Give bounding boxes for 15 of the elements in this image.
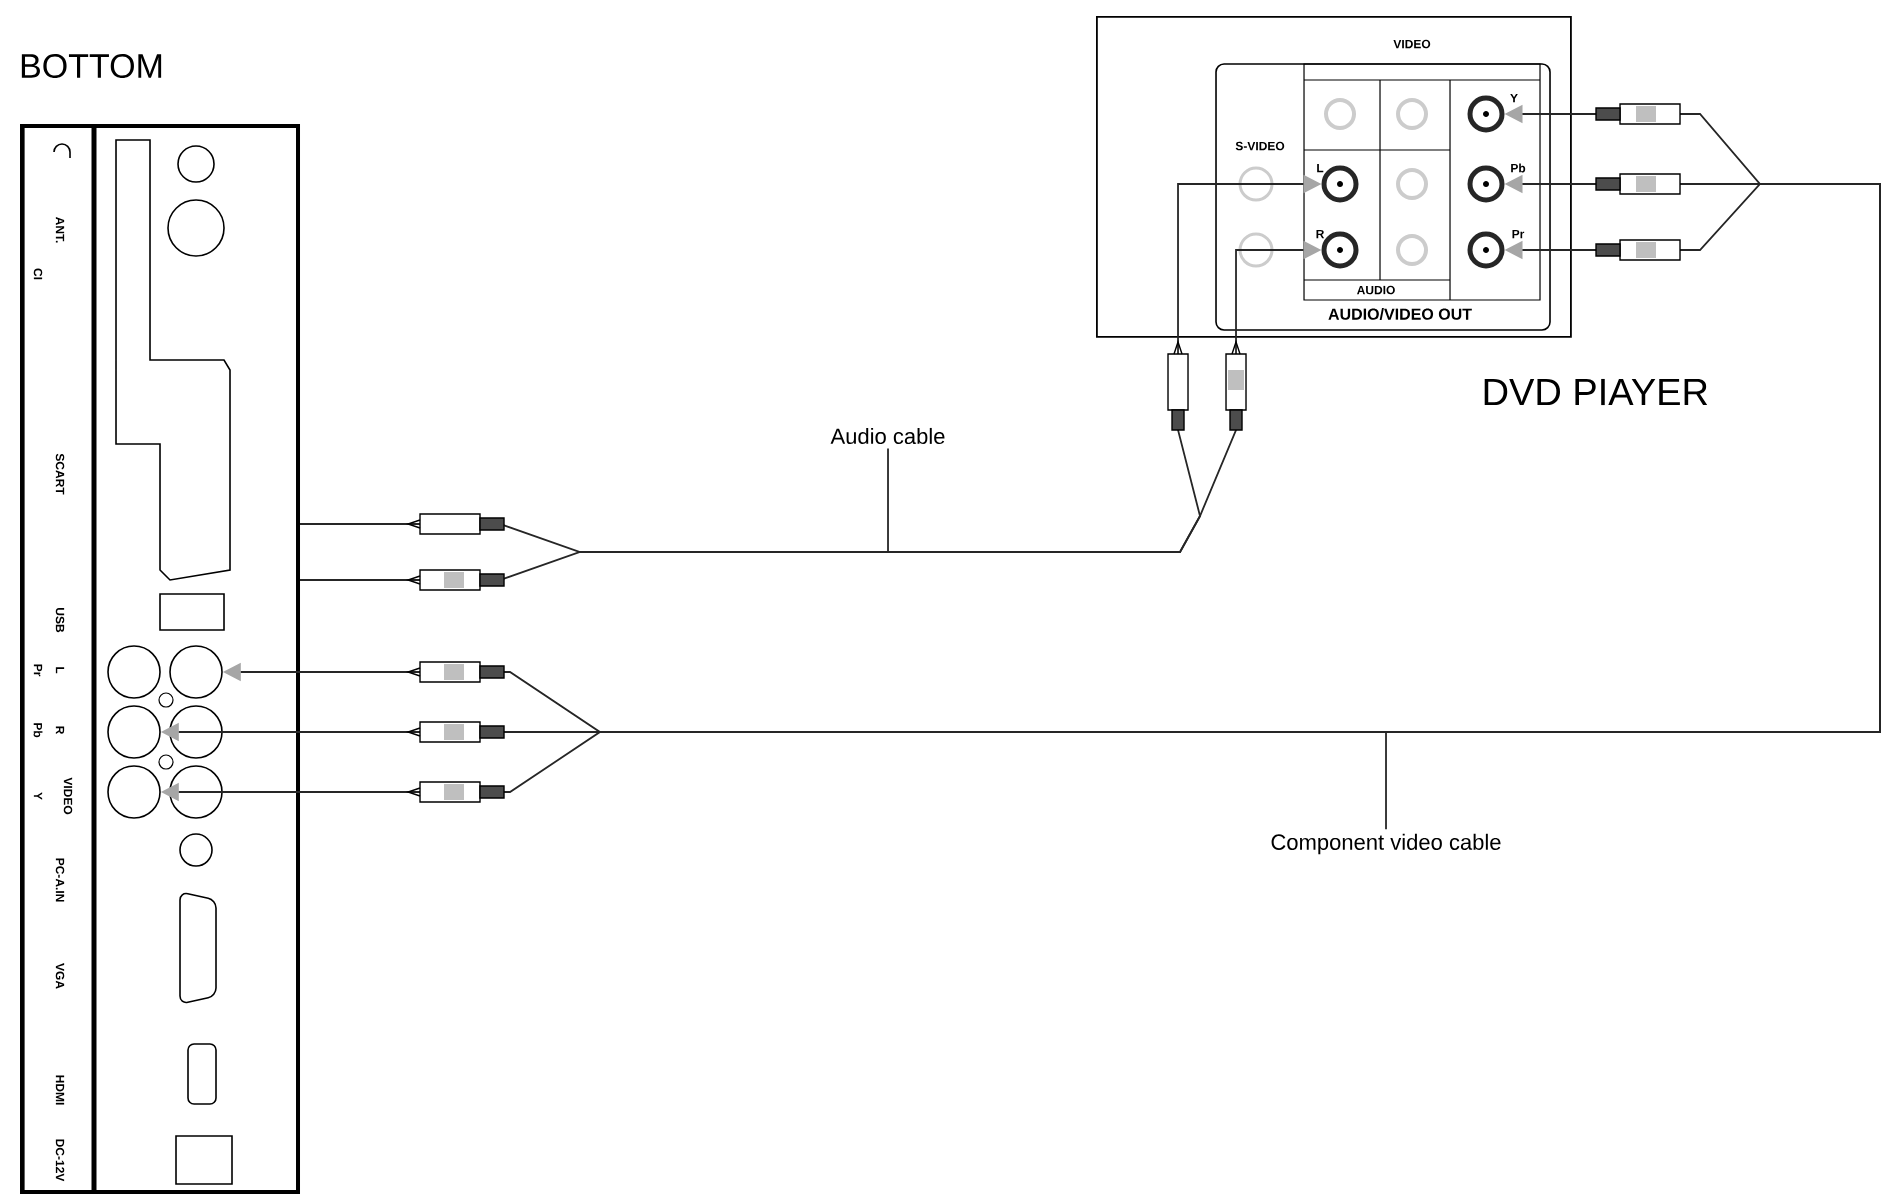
leader-line [1385, 731, 1387, 831]
node-label: BOTTOM [21, 53, 162, 79]
port-label: AUDIO/VIDEO OUT [1328, 308, 1472, 320]
jack [169, 645, 223, 699]
jack [107, 705, 161, 759]
cable-label: Audio cable [830, 427, 945, 445]
jack [1467, 231, 1505, 269]
jack [1321, 231, 1359, 269]
jack [1467, 165, 1505, 203]
node-label: DVD PIAYER [1484, 378, 1708, 406]
jack [107, 765, 161, 819]
cable-label: Component video cable [1271, 833, 1501, 855]
leader-line [887, 447, 889, 553]
jack [1321, 165, 1359, 203]
jack [1467, 95, 1505, 133]
